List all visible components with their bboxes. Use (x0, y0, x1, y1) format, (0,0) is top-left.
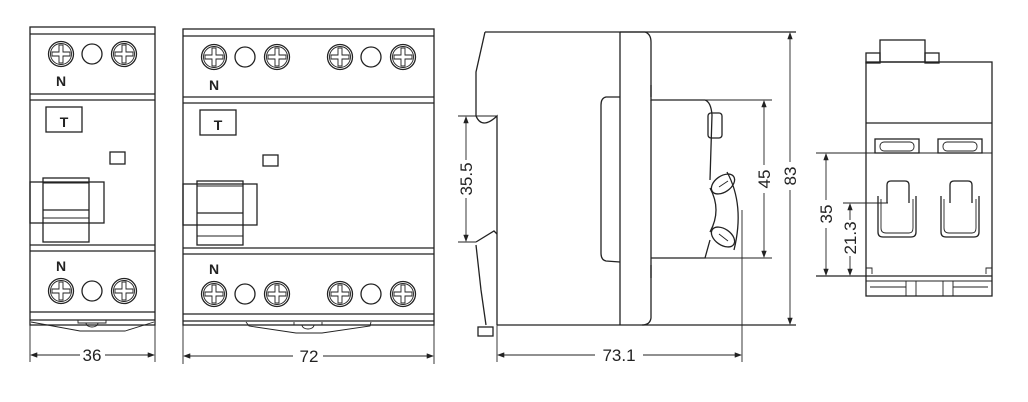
terminal-slots (874, 138, 983, 154)
front-view-2-pole: N T N 36 (29, 26, 156, 365)
terminal-screws-bottom (200, 280, 417, 308)
toggle-handle (182, 180, 258, 246)
din-clip (245, 321, 372, 334)
width-dimension-72: 72 (300, 347, 319, 366)
depth-dimension-73-1: 73.1 (602, 346, 635, 365)
width-dimension-36: 36 (83, 346, 102, 365)
neutral-label-bottom: N (209, 261, 219, 277)
neutral-label-top: N (56, 73, 66, 89)
toggle-side (709, 171, 739, 251)
test-button: T (45, 106, 83, 133)
rail-dimension-35-5: 35.5 (457, 162, 476, 195)
clamp-dimension-21-3: 21.3 (841, 221, 860, 254)
height-dimension-83: 83 (781, 167, 800, 186)
neutral-label-top: N (209, 77, 219, 93)
svg-text:T: T (60, 114, 69, 130)
rail-dimension-35: 35 (817, 205, 836, 224)
indicator-window (109, 151, 126, 165)
terminal-screws-bottom (47, 277, 138, 305)
neutral-label-bottom: N (56, 258, 66, 274)
side-view: 35.5 45 83 73.1 (457, 31, 800, 365)
svg-text:T: T (214, 117, 223, 133)
face-dimension-45: 45 (755, 170, 774, 189)
front-view-4-pole: N T N 72 (182, 28, 435, 366)
din-clip (30, 320, 155, 332)
test-button-side (707, 112, 723, 139)
test-button: T (199, 109, 237, 136)
end-view: 35 21.3 (816, 39, 993, 297)
terminal-screws-top (200, 43, 417, 71)
terminal-screws-top (47, 40, 138, 68)
toggle-handle (29, 177, 105, 243)
terminal-clamps (877, 180, 980, 238)
indicator-window (262, 154, 279, 167)
